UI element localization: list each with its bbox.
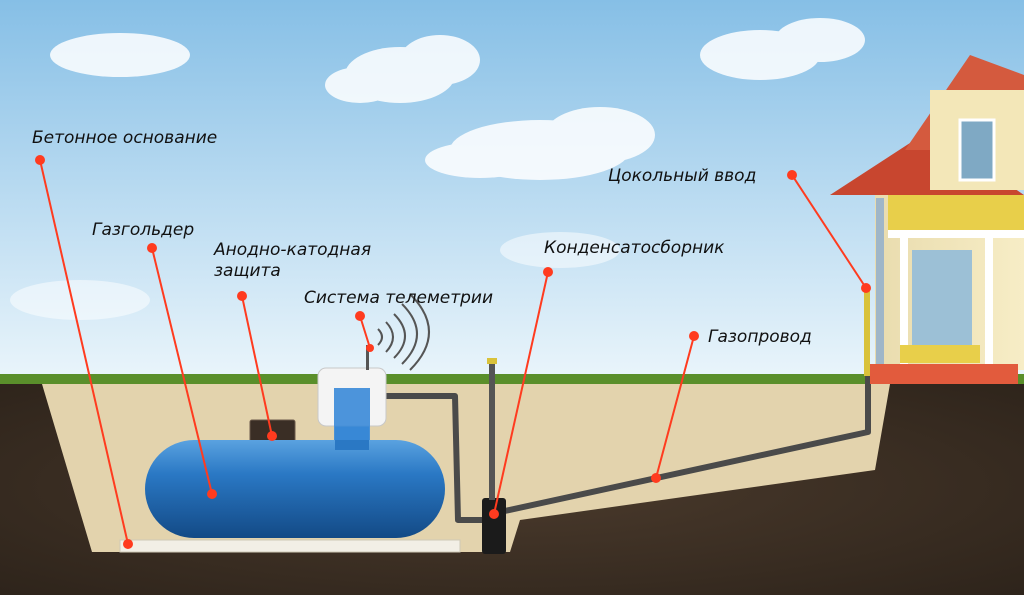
gas-tank (145, 440, 445, 538)
leader-telemetry (359, 315, 371, 349)
riser-pipe (864, 290, 870, 376)
leader-anode (241, 295, 273, 437)
clouds (10, 18, 865, 320)
leader-dots (35, 155, 871, 549)
label-gasholder: Газгольдер (92, 220, 195, 240)
leader-gas-pipe (655, 335, 695, 479)
gas-pipe (380, 376, 871, 523)
condensate-vent (489, 358, 495, 500)
label-telemetry: Система телеметрии (304, 288, 494, 308)
label-basement-entry: Цокольный ввод (608, 166, 757, 186)
leader-condensate (493, 271, 549, 515)
label-concrete-base: Бетонное основание (32, 128, 218, 148)
telemetry-signal-icon (377, 293, 430, 371)
leader-lines (39, 159, 867, 545)
concrete-base-slab (119, 539, 461, 553)
label-condensate: Конденсатосборник (544, 238, 725, 258)
leader-basement-entry (791, 174, 867, 289)
leader-concrete-base (39, 159, 129, 545)
grass (0, 374, 1024, 384)
condensate-collector (482, 498, 506, 554)
label-anode-cathode-line2: защита (214, 261, 281, 281)
house (830, 55, 1024, 384)
leader-gasholder (151, 247, 213, 495)
label-anode-cathode-line1: Анодно-катодная (214, 240, 372, 260)
label-gas-pipe: Газопровод (708, 327, 812, 347)
